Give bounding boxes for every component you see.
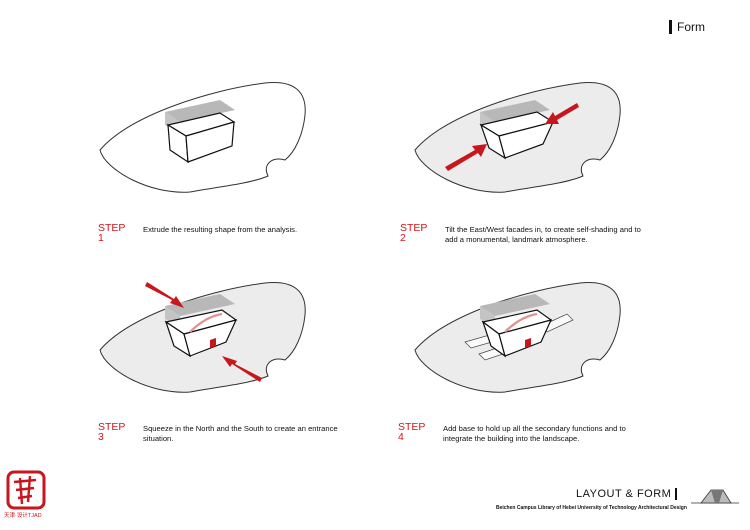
tjad-logo xyxy=(6,470,46,510)
footer-title-bar xyxy=(675,488,678,500)
step-4-diagram xyxy=(405,270,645,410)
step-1-label: STEP 1 xyxy=(98,222,126,244)
step-4-text: Add base to hold up all the secondary fu… xyxy=(443,424,626,443)
page-title: Form xyxy=(677,20,705,34)
step-3-text: Squeeze in the North and the South to cr… xyxy=(143,424,338,443)
page-header: Form xyxy=(669,20,705,34)
step-2-text: Tilt the East/West facades in, to create… xyxy=(445,225,641,244)
header-bar xyxy=(669,20,672,34)
logo-caption: 天津·设计TJAD xyxy=(4,513,42,519)
footer-title: LAYOUT & FORM xyxy=(576,488,678,500)
footer-subtitle: Beichen Campus Library of Hebei Universi… xyxy=(496,505,687,511)
step-1-diagram xyxy=(90,70,330,210)
step-1-text: Extrude the resulting shape from the ana… xyxy=(143,225,298,234)
step-2-diagram xyxy=(405,70,645,210)
step-3-label: STEP 3 xyxy=(98,421,126,443)
footer-thumbnail xyxy=(691,489,739,504)
footer-title-text: LAYOUT & FORM xyxy=(576,488,672,500)
step-4-label: STEP 4 xyxy=(398,421,426,443)
step-2-label: STEP 2 xyxy=(400,222,428,244)
step-3-diagram xyxy=(90,270,330,410)
